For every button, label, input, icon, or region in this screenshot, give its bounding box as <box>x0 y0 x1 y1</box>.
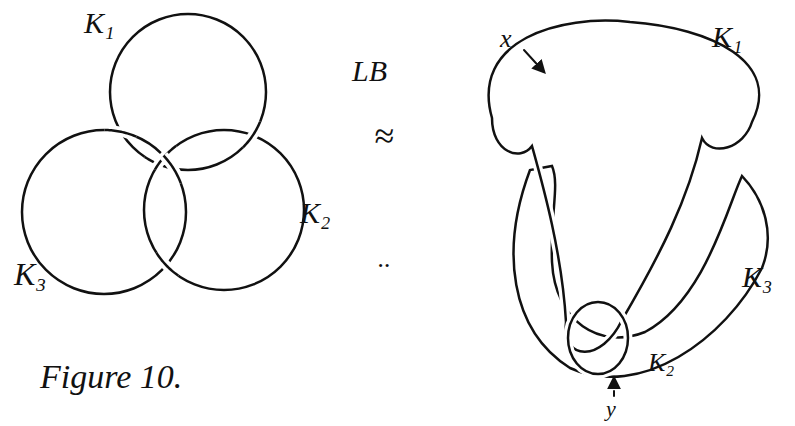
link-label: .. <box>378 246 391 272</box>
link-label: K₁ <box>712 22 742 52</box>
link-label: K₂ <box>300 198 330 228</box>
link-label: x <box>500 26 512 52</box>
link-label: K₁ <box>84 8 114 38</box>
link-label: LB <box>352 56 387 86</box>
link-label: K₂ <box>648 350 674 376</box>
link-label: y <box>606 398 616 420</box>
figure-caption: Figure 10. <box>40 360 182 394</box>
leader-arrow <box>524 50 544 72</box>
borromean-rings <box>22 14 304 294</box>
leader-arrow <box>613 378 615 396</box>
link-label: K₃ <box>14 258 46 290</box>
link-label: K₃ <box>742 262 772 292</box>
deformed-link <box>489 21 768 396</box>
link-label: ≈ <box>374 118 394 154</box>
